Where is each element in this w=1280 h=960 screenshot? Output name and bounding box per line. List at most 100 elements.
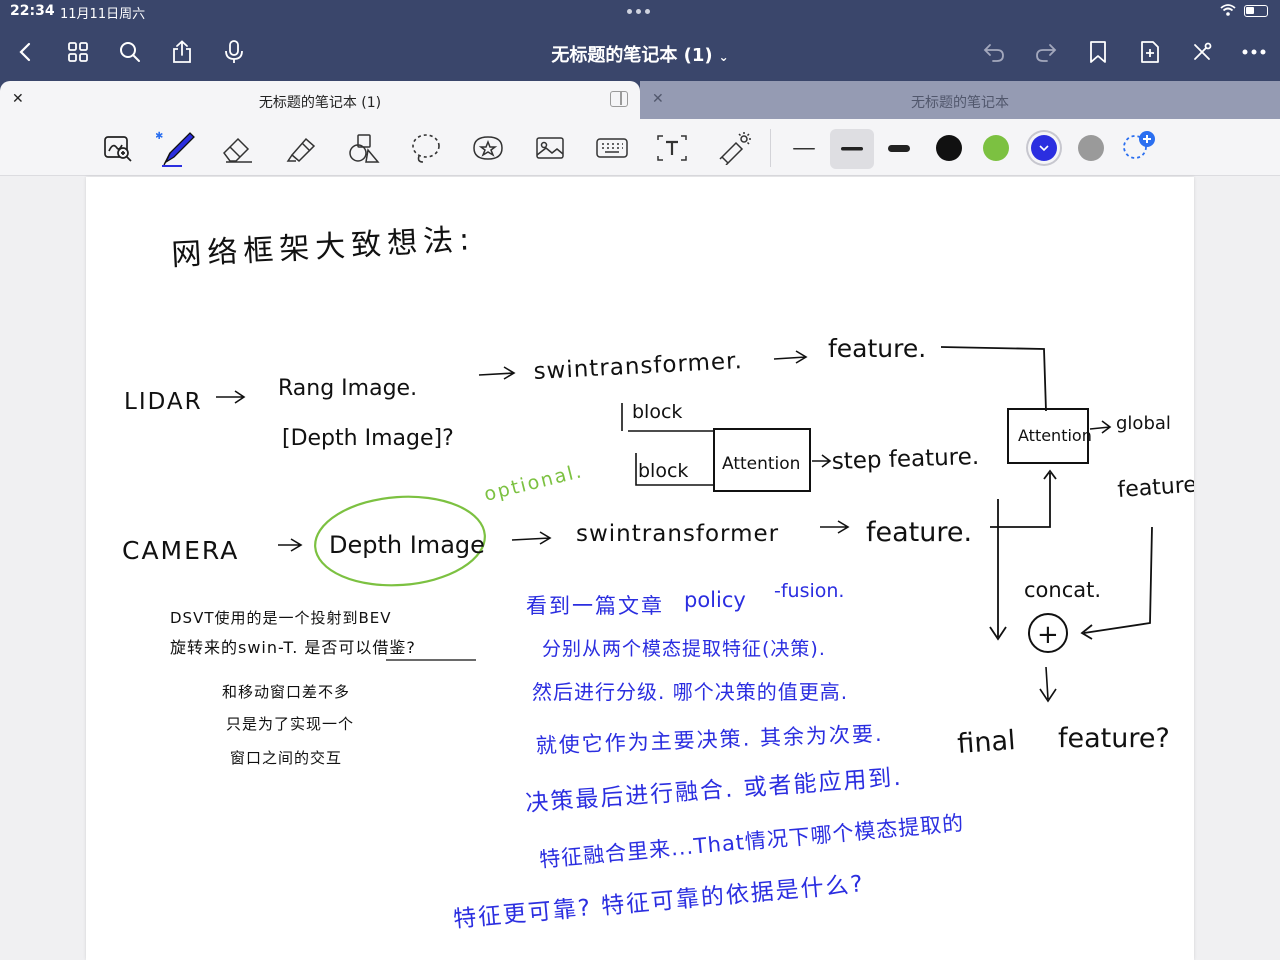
note-dsvt-2: 旋转来的swin-T. 是否可以借鉴? xyxy=(170,638,416,657)
shapes-icon[interactable] xyxy=(344,129,384,167)
note-c: 窗口之间的交互 xyxy=(230,749,342,767)
note-page[interactable]: 网络框架大致想法: LIDAR Rang Image. [Depth Image… xyxy=(86,177,1194,960)
note-feature-right: feature xyxy=(1117,473,1194,503)
svg-text:✱: ✱ xyxy=(156,131,163,142)
note-attention-1: Attention xyxy=(722,454,800,474)
note-plus: + xyxy=(1037,620,1059,650)
arrow xyxy=(511,531,552,545)
note-camera: CAMERA xyxy=(122,536,239,565)
notebook-title[interactable]: 无标题的笔记本 (1) ⌄ xyxy=(0,41,1280,67)
tab-bar: ✕ 无标题的笔记本 (1) ✕ 无标题的笔记本 xyxy=(0,81,1280,119)
note-blue-1c: -fusion. xyxy=(774,580,844,602)
note-blue-6: 特征融合里来...That情况下哪个模态提取的 xyxy=(538,811,965,872)
split-view-icon[interactable] xyxy=(610,91,628,107)
chevron-down-icon: ⌄ xyxy=(718,50,729,64)
note-concat: concat. xyxy=(1024,578,1101,602)
note-swin-1: swintransformer. xyxy=(533,348,743,385)
highlight-circle xyxy=(314,495,486,587)
toolbar-separator xyxy=(770,129,771,167)
note-block-2: block xyxy=(638,460,688,482)
note-b: 只是为了实现一个 xyxy=(226,715,354,733)
tab-close-icon[interactable]: ✕ xyxy=(12,91,24,107)
thickness-thin[interactable] xyxy=(782,129,826,169)
undo-icon[interactable] xyxy=(976,34,1012,70)
color-swatch-black[interactable] xyxy=(936,135,962,161)
more-icon[interactable] xyxy=(1236,34,1272,70)
attention-box-2 xyxy=(1007,408,1089,464)
arrow xyxy=(812,454,832,468)
arrow xyxy=(278,538,303,552)
bookmark-icon[interactable] xyxy=(1080,34,1116,70)
tab-notebook-1[interactable]: ✕ 无标题的笔记本 (1) xyxy=(0,81,640,119)
arrow xyxy=(773,350,808,364)
note-blue-1a: 看到一篇文章 xyxy=(526,594,664,618)
note-attention-2: Attention xyxy=(1018,426,1092,445)
navigation-bar: 无标题的笔记本 (1) ⌄ xyxy=(0,24,1280,81)
note-blue-7: 特征更可靠? 特征可靠的依据是什么? xyxy=(452,871,865,933)
connector-arrow xyxy=(990,469,1057,528)
add-color-icon[interactable] xyxy=(1118,127,1158,165)
note-final: final xyxy=(956,725,1016,760)
note-swin-2: swintransformer xyxy=(576,521,779,547)
note-a: 和移动窗口差不多 xyxy=(222,683,350,701)
close-icon[interactable] xyxy=(1184,34,1220,70)
keyboard-icon[interactable] xyxy=(592,129,632,167)
eraser-icon[interactable] xyxy=(218,129,258,167)
bracket-line xyxy=(635,453,714,486)
add-page-icon[interactable] xyxy=(1132,34,1168,70)
tab-label: 无标题的笔记本 (1) xyxy=(258,95,382,111)
note-dsvt-1: DSVT使用的是一个投射到BEV xyxy=(170,609,392,627)
tab-close-icon[interactable]: ✕ xyxy=(652,91,664,107)
battery-icon xyxy=(1244,5,1268,17)
tool-bar: ✱ xyxy=(0,119,1280,176)
arrow xyxy=(1089,420,1112,434)
note-global: global xyxy=(1116,413,1171,434)
back-icon[interactable] xyxy=(8,34,44,70)
handwriting-canvas[interactable]: 网络框架大致想法: LIDAR Rang Image. [Depth Image… xyxy=(86,177,1194,960)
connector-arrow xyxy=(989,499,1007,641)
multitasking-dots[interactable] xyxy=(627,9,650,14)
status-time: 22:34 xyxy=(10,3,55,19)
sticker-icon[interactable] xyxy=(468,129,508,167)
text-icon[interactable] xyxy=(652,129,692,167)
note-feature-2: feature. xyxy=(866,517,972,548)
note-blue-3: 然后进行分级. 哪个决策的值更高. xyxy=(532,680,848,704)
thickness-thick[interactable] xyxy=(877,129,921,169)
image-icon[interactable] xyxy=(530,129,570,167)
note-final-feature: feature? xyxy=(1058,723,1170,754)
arrow xyxy=(1039,666,1057,703)
note-lidar: LIDAR xyxy=(124,389,203,415)
tab-notebook[interactable]: ✕ 无标题的笔记本 xyxy=(640,81,1280,119)
note-blue-5: 决策最后进行融合. 或者能应用到. xyxy=(525,765,904,817)
note-block-1: block xyxy=(632,401,682,423)
note-optional: optional. xyxy=(482,460,585,506)
note-rang-image: Rang Image. xyxy=(278,376,417,401)
wifi-icon xyxy=(1220,4,1236,16)
color-swatch-gray[interactable] xyxy=(1078,135,1104,161)
search-icon[interactable] xyxy=(112,34,148,70)
chevron-down-icon xyxy=(1039,145,1049,152)
arrow xyxy=(216,390,246,404)
lasso-icon[interactable] xyxy=(406,129,446,167)
redo-icon[interactable] xyxy=(1028,34,1064,70)
pen-icon[interactable]: ✱ xyxy=(156,129,196,167)
grid-icon[interactable] xyxy=(60,34,96,70)
arrow xyxy=(478,366,516,380)
laser-pointer-icon[interactable] xyxy=(714,129,754,167)
note-depth-image-question: [Depth Image]? xyxy=(282,426,454,451)
microphone-icon[interactable] xyxy=(216,34,252,70)
note-title: 网络框架大致想法: xyxy=(171,222,477,273)
color-swatch-green[interactable] xyxy=(983,135,1009,161)
notebook-title-text: 无标题的笔记本 (1) xyxy=(551,45,713,66)
note-depth-image: Depth Image xyxy=(329,531,485,559)
arrow xyxy=(820,520,850,534)
share-icon[interactable] xyxy=(164,34,200,70)
color-swatch-blue[interactable] xyxy=(1031,135,1057,161)
status-date: 11月11日周六 xyxy=(60,7,146,22)
status-bar: 22:34 11月11日周六 xyxy=(0,0,1280,24)
highlighter-icon[interactable] xyxy=(282,129,322,167)
thickness-medium[interactable] xyxy=(830,129,874,169)
connector-line xyxy=(940,346,1047,412)
zoom-window-icon[interactable] xyxy=(98,129,138,167)
tab-label: 无标题的笔记本 xyxy=(911,95,1009,111)
